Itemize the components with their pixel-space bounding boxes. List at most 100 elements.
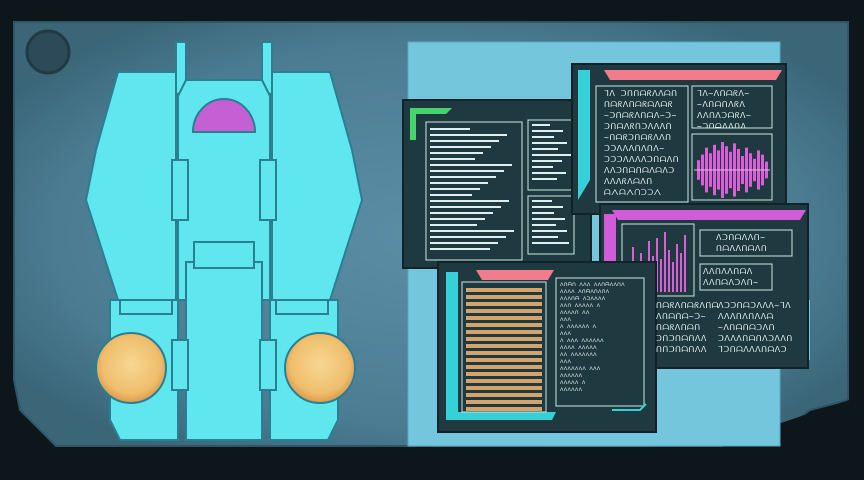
- glyph-line: ᐱᐱᑎ ᐱᐱᐱᐱᐱ ᐱ: [560, 303, 601, 309]
- connector-left-1: [171, 159, 189, 221]
- scribble-line: [532, 166, 553, 168]
- scribble-line: [532, 136, 554, 138]
- glyph-line: ᐱᑐᑐᑎᗩᑐᐱᐱᐱ~ᒣᐱ: [718, 301, 792, 310]
- scribble-line: [430, 170, 504, 172]
- glyph-line: ᐱᐱᐱᐱᐱᐱ: [560, 373, 583, 379]
- glyph-line: ᑎᗩᖇᐱᑎᗩᖇᐱᑎᗩ: [656, 301, 719, 310]
- waveform-chart-top: [694, 142, 770, 198]
- scribble-line: [430, 134, 507, 136]
- glyph-line: ᒣᐱ~ᐱᑎᗩᖇᐱ~: [697, 89, 750, 98]
- stack-bar: [466, 379, 542, 383]
- stack-bar: [466, 344, 542, 348]
- scribble-line: [532, 142, 567, 144]
- scribble-line: [430, 206, 501, 208]
- scribble-line: [532, 178, 557, 180]
- scribble-line: [430, 242, 498, 244]
- window-top-right: [571, 63, 787, 215]
- window-front: [437, 261, 657, 433]
- stack-bar: [466, 302, 542, 306]
- stack-bar: [466, 393, 542, 397]
- glyph-line: ~ᑐᑎᗩᐱᐱᑎᐱ: [697, 122, 747, 128]
- stack-bar: [466, 288, 542, 292]
- connector-left-2: [171, 339, 189, 391]
- waveform-bar: [660, 259, 662, 292]
- camera-lens-icon: [25, 29, 71, 75]
- waveform-bar: [684, 235, 686, 292]
- connector-right-2: [259, 339, 277, 391]
- stack-bar: [466, 316, 542, 320]
- stack-bar: [466, 309, 542, 313]
- scribble-line: [430, 152, 483, 154]
- glyph-line: ᐱᐱᐱᐱ ᐱᐱᐱᐱᐱ: [560, 345, 597, 351]
- stack-bar: [466, 386, 542, 390]
- glyph-line: ᒣᐱ ᑐᑎᑎᗩᖇᐱᐱᗩᑎ: [604, 89, 678, 98]
- glyph-line: ~ᐱᑎᗩᑎᐱᖇᐱ: [697, 100, 746, 109]
- scribble-line: [430, 182, 488, 184]
- scribble-line: [430, 164, 512, 166]
- scribble-line: [532, 212, 554, 214]
- scribble-line: [532, 160, 562, 162]
- glyph-line: ᑎᑎᑐᑎᗩᑎᐱᐱ: [656, 345, 707, 354]
- connector-right-1: [259, 159, 277, 221]
- scribble-line: [532, 124, 550, 126]
- glyph-line: ᐱᑐᑎᗩᐱᐱᑎ~: [716, 233, 766, 242]
- mid-plate: [193, 241, 255, 269]
- glyph-line: ᐱᐱᐱᐱ ᐱᑎᗩᐱᑎᐱᑎᐱ: [560, 289, 610, 295]
- glyph-line: ᑎᗩᖇᐱᑎᗩᖇᗩᐱᗩᖇ: [604, 100, 673, 109]
- glyph-line: ᐱᐱᑐᑎᗩᑎᗩᐱᗩᐱᑐ: [604, 166, 675, 175]
- scribble-line: [430, 158, 475, 160]
- scribble-line: [532, 218, 565, 220]
- glyph-line: ᐱᐱᐱᖇᐱᗩᐱᑎ: [604, 177, 653, 186]
- scribble-line: [430, 248, 490, 250]
- scribble-line: [532, 154, 571, 156]
- side-plate-right: [275, 299, 329, 315]
- glyph-line: ᒣᑐᑎᗩᐱᐱᐱᑎᗩᐱᑐ: [718, 345, 787, 354]
- glyph-line: ~ᑐᑎᗩᖇᐱᑎᗩᐱ~ᑐ~: [604, 111, 677, 120]
- glyph-line: ᐱᐱᐱᐱᐱᐱ: [560, 387, 583, 393]
- stack-bar: [466, 330, 542, 334]
- glyph-line: ᑐᑐᐱᐱᐱᑎᐱᑎᐱ~: [604, 144, 665, 153]
- glyph-line: ᑐᑎᗩᐱᖇᑎᑐᐱᐱᐱᑎ: [604, 122, 673, 131]
- glyph-line: ᐱᐱᑎᐱᐱᑎᗩᐱ: [703, 267, 753, 276]
- stack-bar: [466, 372, 542, 376]
- stack-bar: [466, 295, 542, 299]
- scribble-line: [532, 148, 558, 150]
- stack-bar: [466, 358, 542, 362]
- side-plate-left: [119, 299, 173, 315]
- window-back-left: [402, 99, 592, 269]
- scribble-line: [430, 194, 472, 196]
- glyph-line: ᗩᐱᗩᐱᑎᑐᑐᐱ: [604, 188, 662, 197]
- scribble-line: [430, 140, 499, 142]
- scribble-line: [430, 128, 470, 130]
- scribble-line: [532, 224, 556, 226]
- glyph-line: ~ᑎᗩᖇᑐᑎᗩᖇᐱᐱᑎ: [604, 133, 672, 142]
- glyph-line: ᐱᐱ ᐱᐱᐱᐱᐱᐱᐱ: [560, 352, 597, 358]
- scribble-line: [430, 218, 485, 220]
- scribble-line: [532, 242, 569, 244]
- glyph-line: ᐱᐱᐱᐱᐱᐱᐱ ᐱᐱᐱ: [560, 366, 601, 372]
- waveform-bar: [664, 232, 666, 292]
- thruster-right-icon: [284, 332, 356, 404]
- glyph-line: ᐱ ᐱᐱᐱᐱᐱᐱ ᐱ: [560, 324, 597, 330]
- scribble-line: [532, 200, 552, 202]
- glyph-line: ᑎᗩᐱᐱᑎᗩᐱᑎ: [716, 244, 768, 253]
- waveform-bar: [680, 253, 682, 292]
- text-mid-right-top: ᐱᑐᑎᗩᐱᐱᑎ~ ᑎᗩᐱᐱᑎᗩᐱᑎ: [716, 232, 790, 256]
- scribble-line: [430, 146, 491, 148]
- scribble-line: [430, 200, 509, 202]
- scribble-line: [532, 230, 567, 232]
- thruster-left-icon: [95, 332, 167, 404]
- glyph-line: ᑐᐱᐱᐱᑎᗩᑎᐱᑐᐱᐱᑎ: [718, 334, 793, 343]
- scribble-line: [430, 176, 496, 178]
- scribble-line: [430, 224, 477, 226]
- glyph-line: ᐱᐱᐱ: [560, 317, 572, 323]
- glyph-line: ᐱᐱᑎᐱᑐᗩᖇᐱ~: [697, 111, 752, 120]
- text-top-right-left: ᒣᐱ ᑐᑎᑎᗩᖇᐱᐱᗩᑎ ᑎᗩᖇᐱᑎᗩᖇᗩᐱᗩᖇ ~ᑐᑎᗩᖇᐱᑎᗩᐱ~ᑐ~ ᑐᑎᗩᐱᖇ…: [604, 88, 686, 200]
- text-top-right-right: ᒣᐱ~ᐱᑎᗩᖇᐱ~ ~ᐱᑎᗩᑎᐱᖇᐱ ᐱᐱᑎᐱᑐᗩᖇᐱ~ ~ᑐᑎᗩᐱᐱᑎᐱ: [697, 88, 771, 128]
- scribble-line: [532, 236, 558, 238]
- glyph-line: ᐱᐱᐱ: [560, 331, 572, 337]
- scribble-line: [532, 130, 563, 132]
- glyph-line: ᐱᑎᗩᑎ ᐱᐱᐱ ᐱᐱᑎᗩᐱᐱᑎᐱ: [560, 282, 625, 288]
